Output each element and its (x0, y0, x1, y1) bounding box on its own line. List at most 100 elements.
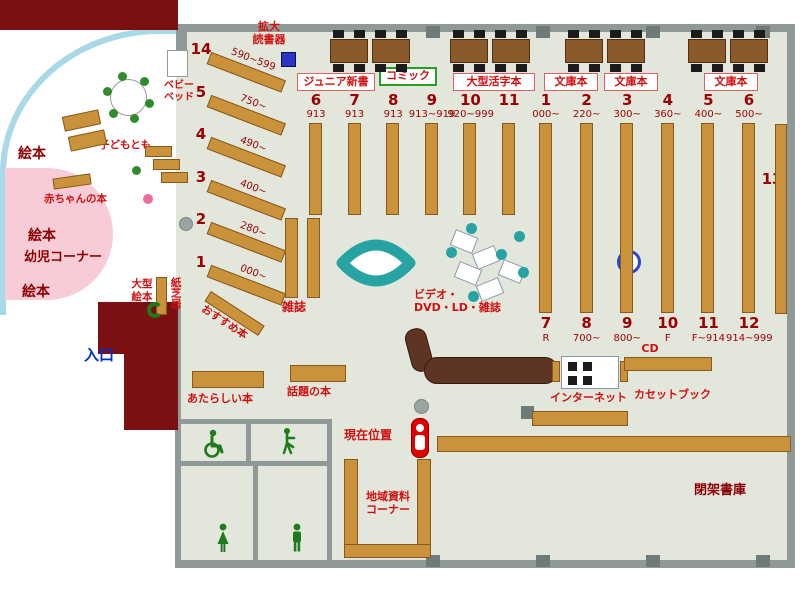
video-area-line1: ビデオ・ (414, 288, 458, 301)
stack-number: 7 (540, 314, 552, 332)
stack-number: 14 (190, 40, 212, 58)
cassette-book-label: カセットブック (634, 388, 711, 401)
wall-left-lower (175, 302, 181, 564)
baby-care-icon (281, 427, 299, 461)
baby-bed-label-line2: ベッド (164, 92, 194, 103)
chair (712, 30, 723, 38)
closed-stacks-label: 閉架書庫 (694, 483, 747, 498)
bookshelf (309, 123, 322, 215)
internet-terminal (583, 376, 592, 385)
decor (293, 523, 301, 531)
chair (733, 64, 744, 72)
wall-top (175, 24, 795, 32)
stack-number: 10 (459, 91, 481, 109)
stack-number: 2 (195, 210, 207, 228)
wheelchair-icon (202, 429, 228, 463)
chair (333, 30, 344, 38)
bookshelf (437, 436, 791, 452)
pillar (521, 406, 534, 419)
magazines-label: 雑誌 (282, 300, 307, 314)
new-books-label: あたらしい本 (187, 392, 253, 405)
magazine-display-rack (336, 221, 416, 309)
chair (333, 64, 344, 72)
stack-range: 800~ (613, 333, 641, 344)
reading-table (607, 39, 645, 63)
bookshelf (701, 123, 715, 313)
stack-range: 300~ (613, 109, 641, 120)
chair (691, 30, 702, 38)
bookshelf (742, 123, 755, 313)
bookshelf (386, 123, 400, 215)
stack-number: 8 (387, 91, 399, 109)
large-picture-books-label: 大型 絵本 (128, 278, 156, 303)
chair (610, 30, 621, 38)
topic-books-label: 話題の本 (287, 385, 331, 398)
bookshelf (532, 411, 628, 426)
stool (514, 231, 525, 242)
bookshelf (153, 159, 180, 170)
bookshelf (463, 123, 477, 215)
chair (631, 64, 642, 72)
reading-table (688, 39, 726, 63)
icon (204, 429, 224, 458)
stool (466, 223, 477, 234)
decor (282, 441, 293, 455)
decor (209, 429, 217, 437)
baby-bed (167, 50, 188, 77)
kids-chair (139, 77, 149, 87)
pillar (426, 26, 440, 38)
pillar (646, 26, 660, 38)
stack-range: 700~ (572, 333, 601, 344)
magnifier-reader-device (281, 52, 296, 67)
pillar (646, 555, 660, 567)
chair (396, 64, 407, 72)
current-position-label: 現在位置 (344, 428, 393, 442)
stool (518, 267, 529, 278)
decor (284, 428, 290, 434)
bookshelf (145, 146, 172, 157)
stack-range: 913~919 (408, 109, 456, 120)
pillar (756, 555, 770, 567)
stool (468, 291, 479, 302)
kids-chair (108, 108, 118, 118)
female-toilet-icon (215, 523, 231, 559)
chair (691, 64, 702, 72)
stack-number: 10 (657, 314, 679, 332)
decor (293, 542, 297, 552)
chair (474, 64, 485, 72)
chair (589, 64, 600, 72)
chair (589, 30, 600, 38)
stack-range: F (664, 333, 671, 344)
local-materials-label: 地域資料 コーナー (359, 490, 417, 516)
stack-number: 3 (621, 91, 633, 109)
stack-range: 400~ (694, 109, 723, 120)
pillar (536, 26, 550, 38)
decor (293, 531, 301, 543)
icon (217, 523, 229, 552)
label-bunko: 文庫本 (604, 73, 658, 91)
chair (396, 30, 407, 38)
stack-number: 9 (426, 91, 438, 109)
chair (375, 30, 386, 38)
stack-number: 6 (310, 91, 322, 109)
stack-number: 6 (743, 91, 755, 109)
wall-rooms-divider2 (253, 461, 258, 565)
bookshelf (192, 371, 264, 388)
kids-chair (102, 87, 112, 97)
chair (474, 30, 485, 38)
stool (132, 166, 141, 175)
icon (336, 239, 416, 287)
stack-range: 000~ (532, 109, 560, 120)
label-bunko: 文庫本 (544, 73, 598, 91)
icon (282, 428, 296, 455)
bookshelf (539, 123, 552, 313)
video-area-label: ビデオ・ DVD・LD・雑誌 (414, 288, 501, 314)
bookshelf (344, 544, 431, 558)
male-toilet-icon (289, 523, 305, 559)
label-junior-shinsho: ジュニア新書 (297, 73, 375, 91)
bookshelf (290, 365, 346, 382)
label-large-print: 大型活字本 (453, 73, 535, 91)
bookshelf (775, 124, 787, 314)
chair (354, 64, 365, 72)
chair (516, 64, 527, 72)
